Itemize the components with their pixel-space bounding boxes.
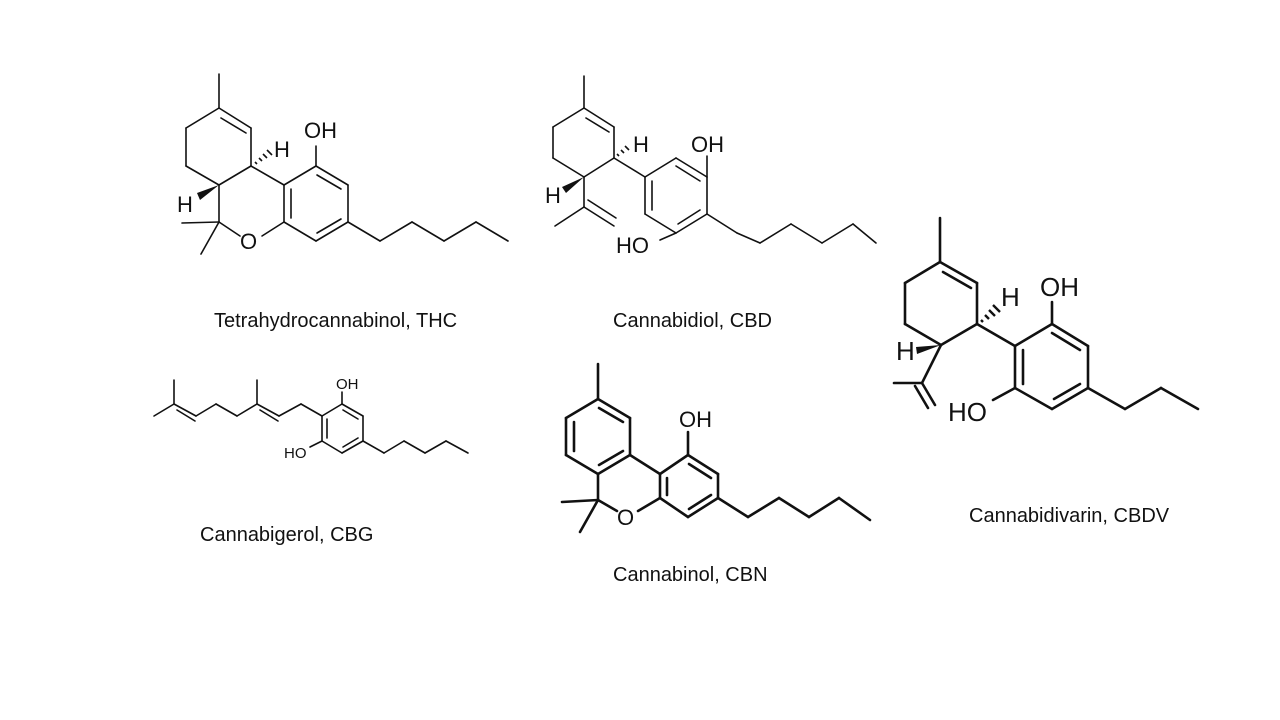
cbdv-stereo [916,304,1001,354]
cbdv-name: Cannabidivarin, CBDV [969,505,1170,527]
cbdv-hydroxyl-label-top: OH [1040,272,1079,302]
molecule-cbn: OH O Cannabinol, CBN [560,362,872,586]
cbn-hydroxyl-label: OH [679,407,712,432]
thc-bonds [181,73,509,255]
molecule-cbg: OH HO Cannabigerol, CBG [153,376,469,546]
cbd-hydroxyl-label-top: OH [691,132,724,157]
cbdv-hydrogen-label-1: H [1001,282,1020,312]
cbd-hydrogen-label-2: H [545,183,561,208]
cbn-name: Cannabinol, CBN [613,564,768,586]
cbg-bonds [153,379,469,454]
cbdv-bonds [892,216,1200,411]
cbdv-hydroxyl-label-bottom: HO [948,397,987,427]
cbd-hydroxyl-label-bottom: HO [616,233,649,258]
thc-name: Tetrahydrocannabinol, THC [214,310,457,332]
cbg-hydroxyl-label-top: OH [336,376,359,393]
molecule-cbd: OH HO H H Cannabidiol, CBD [545,75,877,332]
cbd-hydrogen-label-1: H [633,132,649,157]
molecule-cbdv: OH HO H H Cannabidivarin, CBDV [892,216,1200,527]
cbd-stereo [562,145,630,193]
cbg-name: Cannabigerol, CBG [200,524,373,546]
thc-hydrogen-label-2: H [177,192,193,217]
cbg-hydroxyl-label-bottom: HO [284,445,307,462]
thc-oxygen-label: O [240,229,257,254]
cbd-name: Cannabidiol, CBD [613,310,772,332]
cbn-bonds [560,362,872,534]
thc-stereo [197,149,273,200]
thc-hydroxyl-label: OH [304,118,337,143]
thc-hydrogen-label-1: H [274,137,290,162]
cbdv-hydrogen-label-2: H [896,336,915,366]
cbn-oxygen-label: O [617,505,634,530]
cbd-bonds [552,75,877,244]
molecule-thc: OH O H H Tetrahydrocannabinol, THC [177,73,509,332]
